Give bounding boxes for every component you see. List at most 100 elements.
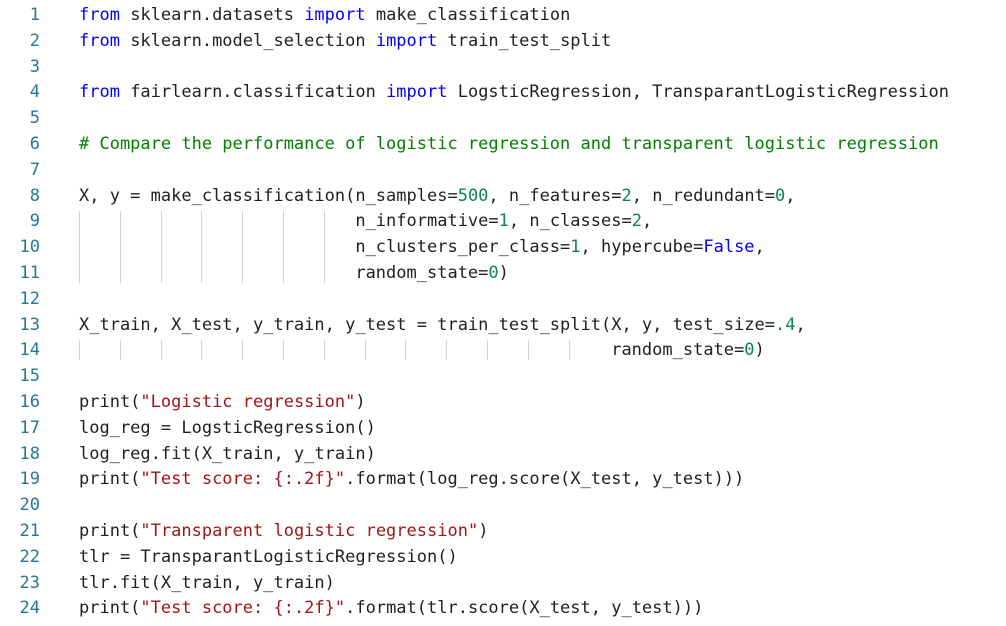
code-text[interactable]: random_state=0) <box>79 337 765 363</box>
line-number: 12 <box>19 288 40 309</box>
code-text[interactable]: X, y = make_classification(n_samples=500… <box>79 183 796 209</box>
code-line[interactable]: 13 X_train, X_test, y_train, y_test = tra… <box>0 312 1006 338</box>
code-token: , <box>795 314 806 335</box>
code-text[interactable]: print("Transparent logistic regression") <box>79 518 488 544</box>
code-line[interactable]: 21 print("Transparent logistic regression… <box>0 518 1006 544</box>
code-line[interactable]: 10 n_clusters_per_class=1, hypercube=Fal… <box>0 234 1006 260</box>
code-line[interactable]: 15 <box>0 363 1006 389</box>
code-line[interactable]: 11 random_state=0) <box>0 260 1006 286</box>
code-token: 0 <box>775 185 786 206</box>
indent-guide <box>201 211 203 283</box>
code-token: , <box>641 211 653 232</box>
line-number: 2 <box>29 30 40 51</box>
indent-guide <box>446 340 448 361</box>
line-number: 16 <box>19 392 40 412</box>
code-line[interactable]: 17 log_reg = LogsticRegression() <box>0 415 1006 441</box>
line-number: 6 <box>29 134 40 154</box>
code-token: ) <box>355 392 366 412</box>
line-number: 21 <box>19 521 40 541</box>
code-token: 1 <box>498 211 509 232</box>
code-line[interactable]: 22 tlr = TransparantLogisticRegression() <box>0 544 1006 570</box>
line-number: 20 <box>19 495 40 516</box>
indent-guide <box>201 340 203 361</box>
code-text[interactable]: print("Test score: {:.2f}".format(log_re… <box>79 466 744 492</box>
code-text[interactable]: from fairlearn.classification import Log… <box>79 79 949 105</box>
line-number: 13 <box>19 314 40 335</box>
code-token: 500 <box>457 185 489 206</box>
code-token: , <box>754 237 765 258</box>
code-text[interactable]: log_reg = LogsticRegression() <box>79 415 376 441</box>
code-line[interactable]: 7 <box>0 157 1006 183</box>
code-text[interactable]: print("Logistic regression") <box>79 389 366 415</box>
code-line[interactable]: 2 from sklearn.model_selection import tra… <box>0 28 1006 54</box>
code-token: "Test score: {:.2f}" <box>140 469 346 490</box>
line-number: 23 <box>19 572 40 593</box>
code-line[interactable]: 19 print("Test score: {:.2f}".format(log_… <box>0 466 1006 492</box>
code-text[interactable]: n_clusters_per_class=1, hypercube=False, <box>79 234 765 260</box>
indent-guide <box>119 340 121 361</box>
code-line[interactable]: 3 <box>0 54 1006 80</box>
indent-guide <box>283 340 284 361</box>
code-text[interactable]: X_train, X_test, y_train, y_test = train… <box>79 312 806 338</box>
code-text[interactable]: tlr.fit(X_train, y_train) <box>79 570 335 596</box>
code-line[interactable]: 24 print("Test score: {:.2f}".format(tlr.… <box>0 595 1006 621</box>
code-token: random_state= <box>79 340 745 361</box>
indent-guide <box>323 340 325 361</box>
code-token: import <box>304 5 366 25</box>
code-text[interactable]: from sklearn.model_selection import trai… <box>79 28 611 54</box>
code-token: "Transparent logistic regression" <box>140 521 479 541</box>
code-line[interactable]: 23 tlr.fit(X_train, y_train) <box>0 570 1006 596</box>
code-token: log_reg = LogsticRegression() <box>79 417 376 438</box>
code-token: from <box>79 30 120 51</box>
code-line[interactable]: 9 n_informative=1, n_classes=2, <box>0 208 1006 234</box>
line-number: 10 <box>19 237 40 258</box>
code-text[interactable]: random_state=0) <box>79 260 509 286</box>
code-text[interactable]: tlr = TransparantLogisticRegression() <box>79 544 458 570</box>
code-token: print( <box>79 469 141 490</box>
code-token: "Logistic regression" <box>140 392 356 412</box>
code-token: ) <box>478 521 489 541</box>
indent-guide <box>160 340 162 361</box>
code-text[interactable]: log_reg.fit(X_train, y_train) <box>79 441 376 467</box>
code-line[interactable]: 12 <box>0 286 1006 312</box>
indent-guide <box>242 340 244 361</box>
code-text[interactable]: print("Test score: {:.2f}".format(tlr.sc… <box>79 595 703 621</box>
code-token: n_informative= <box>79 211 499 232</box>
code-token: 2 <box>631 211 642 232</box>
code-token: X_train, X_test, y_train, y_test = train… <box>79 314 775 335</box>
code-token: X, y = make_classification(n_samples= <box>79 185 458 206</box>
code-line[interactable]: 6 # Compare the performance of logistic r… <box>0 131 1006 157</box>
code-token: tlr = TransparantLogisticRegression() <box>79 546 458 567</box>
line-number: 17 <box>19 417 40 438</box>
code-line[interactable]: 14 random_state=0) <box>0 337 1006 363</box>
code-token: print( <box>79 392 141 412</box>
code-line[interactable]: 16 print("Logistic regression") <box>0 389 1006 415</box>
code-token: sklearn.datasets <box>119 5 305 25</box>
line-number: 5 <box>29 108 40 129</box>
line-number: 24 <box>19 598 40 619</box>
indent-guide <box>119 211 121 283</box>
code-token: False <box>703 237 755 258</box>
line-number: 14 <box>19 340 40 361</box>
indent-guide <box>283 211 284 283</box>
line-number: 22 <box>19 546 40 567</box>
code-line[interactable]: 20 <box>0 492 1006 518</box>
code-token: , n_classes= <box>508 211 632 232</box>
line-number: 19 <box>19 469 40 490</box>
indent-guide <box>487 340 488 361</box>
code-text[interactable]: # Compare the performance of logistic re… <box>79 131 939 157</box>
code-token: train_test_split <box>437 30 612 51</box>
code-text[interactable]: from sklearn.datasets import make_classi… <box>79 2 570 28</box>
code-text[interactable]: n_informative=1, n_classes=2, <box>79 208 652 234</box>
code-line[interactable]: 5 <box>0 105 1006 131</box>
code-token: # Compare the performance of logistic re… <box>79 134 939 154</box>
line-number: 7 <box>29 159 40 180</box>
code-token: fairlearn.classification <box>119 82 387 103</box>
code-token: ) <box>754 340 765 361</box>
indent-guide <box>527 340 529 361</box>
